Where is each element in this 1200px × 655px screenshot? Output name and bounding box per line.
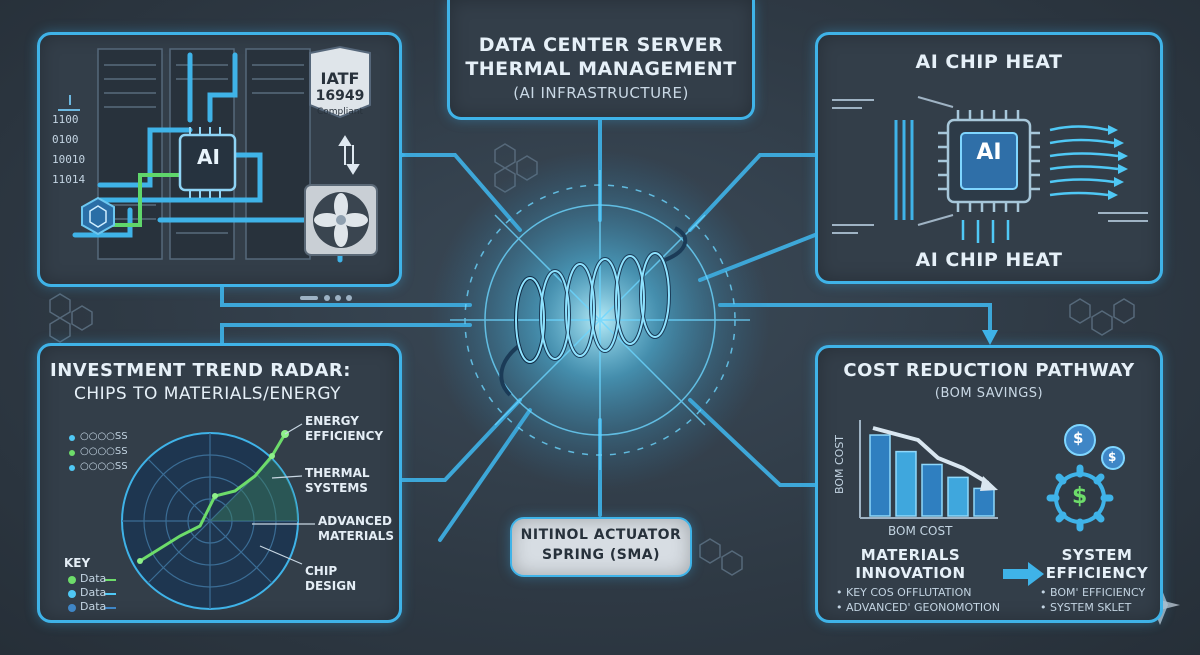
dollar-icon-1: $: [1073, 429, 1084, 447]
iatf-badge-line3: Compliant: [316, 107, 364, 117]
cost-bottom-label: BOM COST: [888, 524, 953, 538]
binary-code-1: 1100: [52, 113, 79, 126]
server-chip-label: AI: [197, 145, 220, 169]
cost-subtitle: (BOM SAVINGS): [934, 386, 1044, 401]
center-title-line2: THERMAL MANAGEMENT: [465, 58, 737, 80]
radar-label-chip-design: CHIP DESIGN: [305, 564, 357, 593]
radar-label-thermal: THERMAL SYSTEMS: [305, 466, 370, 495]
server-rack-illustration: [58, 45, 378, 263]
chip-heat-chip-label: AI: [976, 140, 1002, 165]
radar-panel: INVESTMENT TREND RADAR: CHIPS TO MATERIA…: [37, 343, 402, 623]
radar-key-item-1: Data: [80, 572, 107, 585]
radar-legend-code-3: ○○○○SS: [80, 461, 128, 472]
actuator-line2: SPRING (SMA): [541, 547, 661, 563]
actuator-line1: NITINOL ACTUATOR: [520, 527, 682, 543]
dollar-icon-2: $: [1108, 450, 1117, 464]
center-title-line3: (AI INFRASTRUCTURE): [513, 84, 689, 102]
chip-heat-panel: AI CHIP HEAT: [815, 32, 1163, 284]
system-head-2: EFFICIENCY: [1045, 564, 1149, 582]
cost-axis-label: BOM COST: [833, 434, 847, 495]
chip-heat-title-top: AI CHIP HEAT: [915, 51, 1063, 73]
cost-bar: [869, 434, 891, 517]
cost-bar: [895, 450, 917, 517]
system-item-1: • BOM' EFFICIENCY: [1040, 586, 1146, 599]
cost-panel: COST REDUCTION PATHWAY (BOM SAVINGS) BOM…: [815, 345, 1163, 623]
radar-title-line1: INVESTMENT TREND RADAR:: [50, 360, 351, 381]
chip-heat-title-bottom: AI CHIP HEAT: [915, 249, 1063, 271]
center-title-panel: DATA CENTER SERVER THERMAL MANAGEMENT (A…: [447, 0, 755, 120]
materials-head-1: MATERIALS: [860, 546, 961, 564]
server-panel: AI IATF 16949 Compliant 1100 0100 10010 …: [37, 32, 402, 287]
actuator-label-panel: NITINOL ACTUATOR SPRING (SMA): [510, 517, 692, 577]
cost-bar: [921, 463, 943, 517]
center-title-line1: DATA CENTER SERVER: [478, 34, 724, 56]
ai-chip-illustration: [832, 96, 1148, 243]
materials-head-2: INNOVATION: [855, 564, 966, 582]
materials-item-2: • ADVANCED' GEONOMOTION: [836, 601, 1001, 614]
radar-key-item-2: Data: [80, 586, 107, 599]
radar-title-line2: CHIPS TO MATERIALS/ENERGY: [74, 384, 342, 404]
radar-chart: [68, 423, 315, 612]
radar-legend-code-2: ○○○○SS: [80, 446, 128, 457]
gear-dollar-icon: $: [1072, 484, 1088, 509]
binary-code-3: 10010: [52, 153, 86, 166]
radar-key-item-3: Data: [80, 600, 107, 613]
radar-label-energy: ENERGY EFFICIENCY: [305, 414, 384, 443]
system-head-1: SYSTEM: [1061, 546, 1133, 564]
cost-bar: [947, 476, 969, 517]
binary-code-4: 11014: [52, 173, 86, 186]
radar-key-title: KEY: [64, 556, 91, 570]
bom-cost-chart: [859, 420, 1125, 586]
system-item-2: • SYSTEM SKLET: [1040, 601, 1132, 614]
iatf-badge-line1: IATF: [320, 69, 360, 88]
radar-legend-code-1: ○○○○SS: [80, 431, 128, 442]
materials-item-1: • KEY COS OFFLUTATION: [836, 586, 972, 599]
binary-code-2: 0100: [52, 133, 79, 146]
iatf-badge-line2: 16949: [315, 88, 365, 104]
radar-label-materials: ADVANCED MATERIALS: [318, 514, 394, 543]
cost-title: COST REDUCTION PATHWAY: [843, 360, 1135, 381]
cost-bar: [973, 487, 995, 517]
